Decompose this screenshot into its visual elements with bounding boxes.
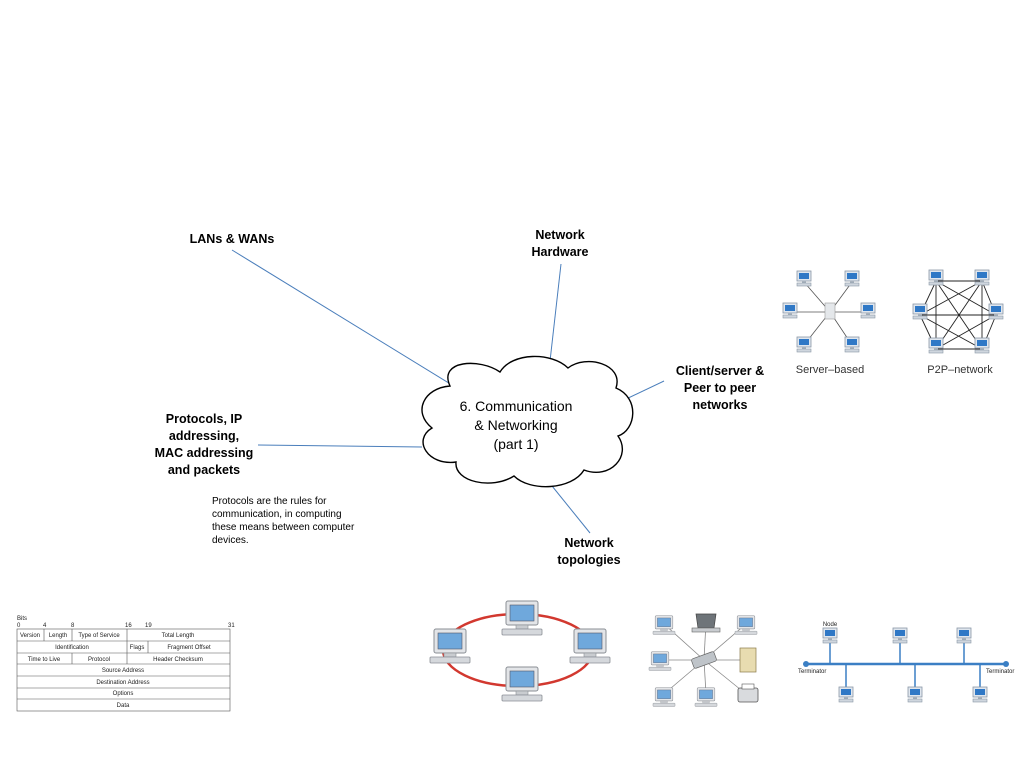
bit-mark-8: 8 [71, 623, 75, 629]
branch-label-protocols: Protocols, IP addressing, MAC addressing… [140, 411, 268, 479]
hdr-type-of-service: Type of Service [78, 633, 120, 639]
branch-label-network-hardware: Network Hardware [510, 227, 610, 261]
central-topic-line1: 6. Communication [460, 398, 573, 414]
hdr-length: Length [49, 633, 67, 639]
branch-label-network-topologies: Network topologies [539, 535, 639, 569]
lans-line: LANs & WANs [189, 232, 275, 246]
protocol-definition-note: Protocols are the rules for communicatio… [212, 495, 372, 547]
bus-terminator-left: Terminator [798, 669, 826, 675]
caption-p2p-network: P2P–network [927, 364, 993, 376]
bus-topology-diagram: Node Terminator Terminator [798, 622, 1014, 703]
connector-protocols [257, 444, 423, 448]
bit-mark-31: 31 [228, 623, 235, 629]
p2p-link [919, 280, 983, 316]
branch-connectors [231, 249, 665, 534]
hdr-version: Version [20, 633, 40, 639]
p2p-link [935, 280, 997, 316]
caption-server-based: Server–based [796, 364, 865, 376]
note-line2: communication, in computing [212, 509, 342, 520]
hdr-options: Options [113, 691, 134, 697]
protocols-line2: addressing, [168, 429, 240, 443]
p2p-link [919, 314, 983, 350]
central-cloud [421, 355, 634, 488]
server-based-network-diagram: Server–based [782, 270, 876, 376]
protocols-line3: MAC addressing [154, 446, 254, 460]
client-server-line1: Client/server & [675, 364, 765, 378]
hdr-time-to-live: Time to Live [28, 657, 61, 663]
connector-lans [231, 249, 453, 386]
topologies-line2: topologies [557, 553, 621, 567]
hardware-line1: Network [535, 228, 585, 242]
topologies-line1: Network [564, 536, 614, 550]
bit-mark-16: 16 [125, 623, 132, 629]
bus-node-label: Node [823, 622, 838, 628]
p2p-link [935, 314, 997, 350]
bit-mark-19: 19 [145, 623, 152, 629]
p2p-network-diagram: P2P–network [912, 269, 1004, 376]
branch-label-lans-wans: LANs & WANs [172, 231, 292, 248]
hdr-identification: Identification [55, 645, 89, 651]
note-line3: these means between computer [212, 522, 355, 533]
hdr-flags: Flags [130, 645, 145, 651]
ring-topology-diagram [429, 600, 611, 702]
connector-topologies [547, 480, 591, 534]
hdr-destination-address: Destination Address [96, 680, 149, 686]
bits-label: Bits [17, 616, 27, 622]
note-line4: devices. [212, 535, 249, 546]
star-topology-diagram [648, 613, 759, 707]
connector-hardware [548, 263, 562, 371]
protocols-line1: Protocols, IP [165, 412, 243, 426]
bus-terminator-right: Terminator [986, 669, 1014, 675]
hdr-protocol: Protocol [88, 657, 110, 663]
branch-label-client-server: Client/server & Peer to peer networks [662, 363, 778, 414]
hdr-header-checksum: Header Checksum [153, 657, 203, 663]
bit-mark-0: 0 [17, 623, 21, 629]
ip-header-diagram: Bits 0 4 8 16 19 31 Version Length Type … [16, 616, 235, 712]
hardware-line2: Hardware [531, 245, 589, 259]
hdr-fragment-offset: Fragment Offset [167, 645, 211, 651]
hdr-source-address: Source Address [102, 668, 144, 674]
central-topic-line2: & Networking [474, 417, 557, 433]
client-server-line2: Peer to peer [683, 381, 757, 395]
hdr-total-length: Total Length [162, 633, 195, 639]
client-server-line3: networks [692, 398, 748, 412]
bit-mark-4: 4 [43, 623, 47, 629]
protocols-line4: and packets [167, 463, 241, 477]
central-topic-line3: (part 1) [493, 436, 538, 452]
note-line1: Protocols are the rules for [212, 496, 327, 507]
hdr-data: Data [117, 703, 130, 709]
